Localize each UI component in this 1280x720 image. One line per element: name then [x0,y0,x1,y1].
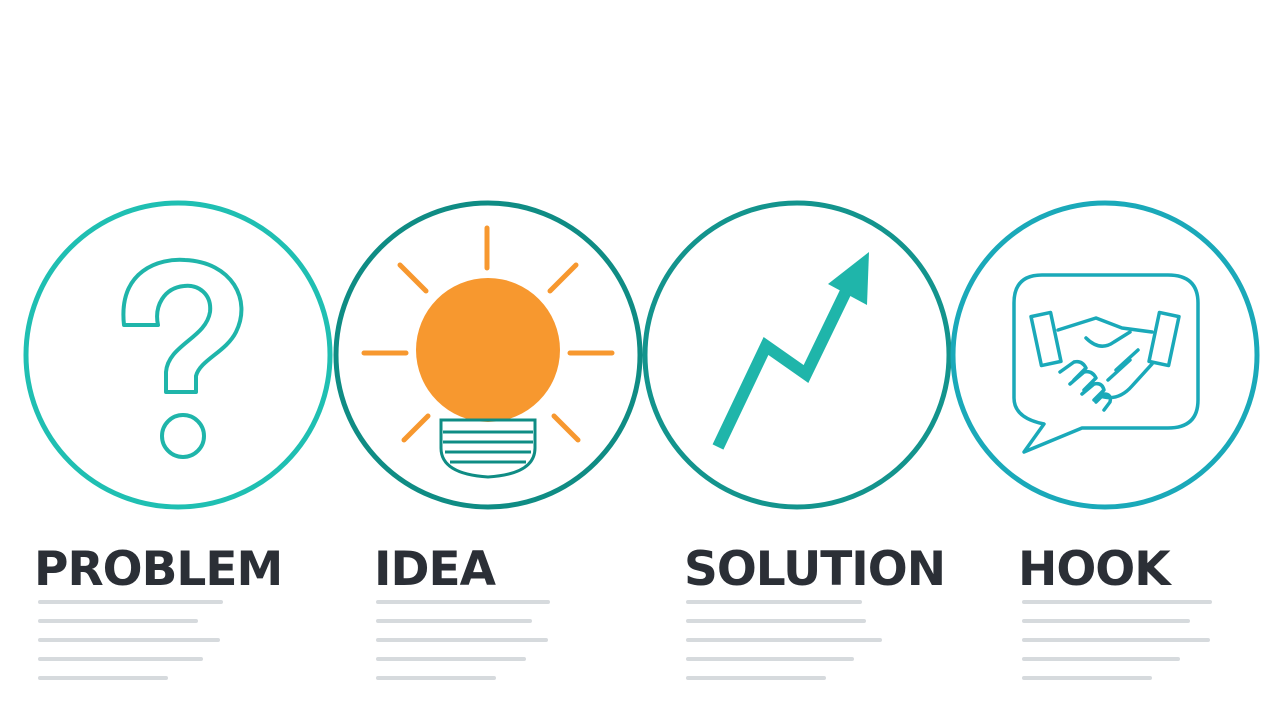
placeholder-text-problem [38,600,238,695]
question-mark-icon [121,257,244,459]
step-idea [333,200,643,510]
placeholder-text-hook [1022,600,1222,695]
hook-ring [950,200,1260,510]
handshake-icon [1012,273,1200,454]
rising-arrow-icon [712,252,869,450]
placeholder-text-idea [376,600,576,695]
step-solution [642,200,952,510]
placeholder-text-solution [686,600,886,695]
step-label-problem: PROBLEM [34,542,283,597]
step-label-hook: HOOK [1018,542,1171,597]
idea-ring [333,200,643,510]
step-problem [23,200,333,510]
solution-ring [642,200,952,510]
problem-ring [23,200,333,510]
step-hook [950,200,1260,510]
step-label-solution: SOLUTION [684,542,946,597]
light-bulb-icon [361,225,615,479]
step-label-idea: IDEA [374,542,496,597]
